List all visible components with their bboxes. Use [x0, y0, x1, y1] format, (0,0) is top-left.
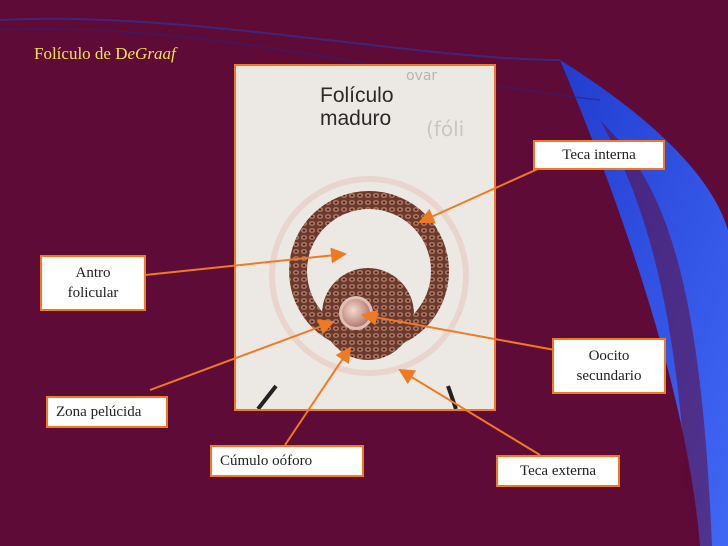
label-zona-pelucida-text: Zona pelúcida [56, 404, 142, 420]
label-oocito-line2: secundario [576, 368, 642, 384]
label-zona-pelucida: Zona pelúcida [46, 396, 168, 428]
pointer-cumulo [284, 346, 352, 446]
label-cumulo-ooforo: Cúmulo oóforo [210, 445, 364, 477]
svg-text:(fóli: (fóli [426, 117, 464, 141]
label-teca-externa-text: Teca externa [520, 463, 596, 479]
label-oocito-secundario: Oocito secundario [552, 338, 666, 394]
label-teca-externa: Teca externa [496, 455, 620, 487]
label-cumulo-ooforo-text: Cúmulo oóforo [220, 453, 313, 469]
follicle-image: Folículo maduro ovar (fóli [234, 64, 496, 411]
pointer-antro [144, 247, 347, 276]
title-italic-text: eGraaf [127, 44, 176, 63]
image-caption-line1: Folículo [320, 84, 394, 107]
image-caption-line2: maduro [320, 107, 392, 130]
label-teca-interna-text: Teca interna [562, 147, 636, 163]
pointer-oocito [361, 309, 556, 351]
label-antro-line1: Antro [75, 265, 111, 281]
image-caption: Folículo maduro [320, 84, 394, 130]
label-antro-line2: folicular [67, 285, 119, 301]
pointer-teca-externa [398, 368, 541, 456]
label-oocito-line1: Oocito [588, 348, 630, 364]
label-teca-interna: Teca interna [533, 140, 665, 170]
svg-text:ovar: ovar [406, 68, 437, 84]
title-text: Folículo de D [34, 44, 128, 63]
follicle-illustration: ovar (fóli [256, 68, 469, 409]
pointer-zona-pelucida [149, 319, 335, 391]
label-antro-folicular: Antro folicular [40, 255, 146, 311]
slide-title: Folículo de DeGraaf [34, 44, 176, 64]
pointer-teca-interna [418, 167, 541, 224]
